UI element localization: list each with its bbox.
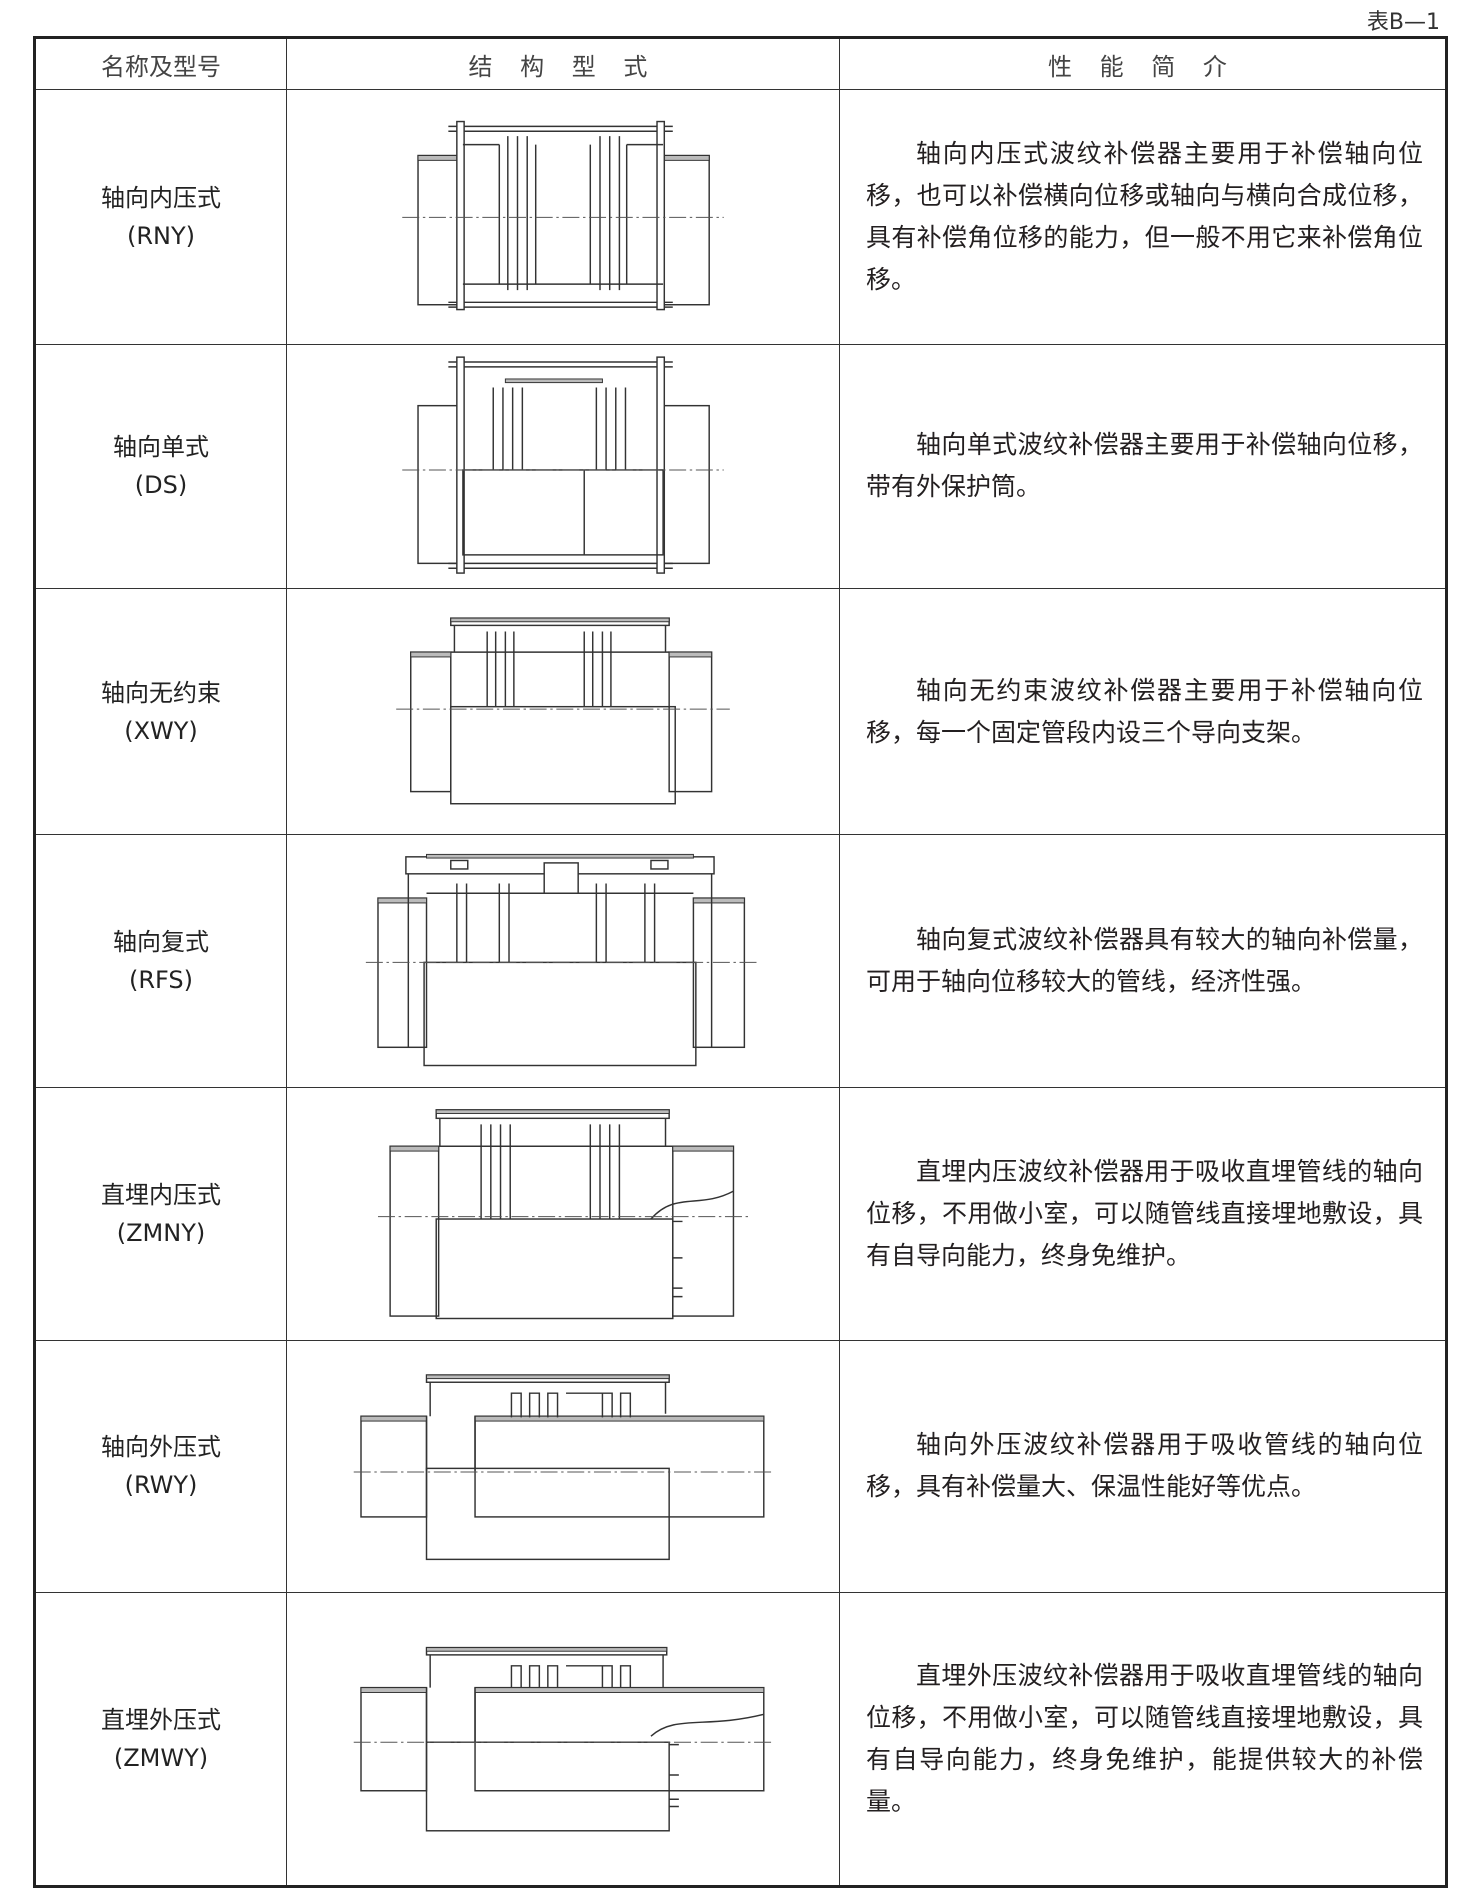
table-row: 直埋内压式 (ZMNY) 直埋内压波纹补偿器用于吸收直埋管线的轴向位移，不用做小室… <box>34 1086 1447 1341</box>
description-text: 直埋外压波纹补偿器用于吸收直埋管线的轴向位移，不用做小室，可以随管线直接埋地敷设… <box>866 1661 1423 1817</box>
zmwy-drawing <box>353 1646 773 1832</box>
description-cell: 直埋内压波纹补偿器用于吸收直埋管线的轴向位移，不用做小室，可以随管线直接埋地敷设… <box>839 1086 1447 1341</box>
type-code: (RFS) <box>128 966 194 995</box>
type-name: 轴向内压式 <box>101 183 221 212</box>
ds-drawing <box>402 355 724 574</box>
type-name: 直埋内压式 <box>101 1180 221 1209</box>
table-row: 轴向无约束 (XWY) 轴向无约束波纹补偿器主要用于补偿轴向位移，每一个固定管段内… <box>34 588 1447 836</box>
description-cell: 轴向外压波纹补偿器用于吸收管线的轴向位移，具有补偿量大、保温性能好等优点。 <box>839 1339 1447 1594</box>
table-row: 轴向外压式 (RWY) 轴向外压波纹补偿器用于吸收管线的轴向位移，具有补偿量大、保… <box>34 1339 1447 1594</box>
structure-drawing <box>286 588 840 836</box>
table-row: 直埋外压式 (ZMWY) 直埋外压波纹补偿器用于吸收直埋管线的轴向位移，不用做小室… <box>34 1592 1447 1888</box>
structure-drawing <box>286 1086 840 1341</box>
description-text: 轴向复式波纹补偿器具有较大的轴向补偿量，可用于轴向位移较大的管线，经济性强。 <box>866 925 1423 997</box>
type-code: (XWY) <box>124 716 198 745</box>
header-structure: 结 构 型 式 <box>286 37 840 90</box>
type-name: 轴向无约束 <box>101 678 221 707</box>
description-cell: 轴向复式波纹补偿器具有较大的轴向补偿量，可用于轴向位移较大的管线，经济性强。 <box>839 834 1447 1088</box>
description-text: 轴向单式波纹补偿器主要用于补偿轴向位移，带有外保护筒。 <box>866 430 1423 502</box>
name-cell: 直埋内压式 (ZMNY) <box>34 1086 287 1341</box>
table-row: 轴向内压式 (RNY) 轴向内压式波纹补偿器主要用于补偿轴向位移，也可以补偿横向位… <box>34 89 1447 345</box>
compensator-types-table: 名称及型号 结 构 型 式 性 能 简 介 轴向内压式 (RNY) 轴向内压式波纹… <box>33 36 1448 1889</box>
description-text: 轴向无约束波纹补偿器主要用于补偿轴向位移，每一个固定管段内设三个导向支架。 <box>866 675 1423 747</box>
description-cell: 直埋外压波纹补偿器用于吸收直埋管线的轴向位移，不用做小室，可以随管线直接埋地敷设… <box>839 1592 1447 1888</box>
table-header-row: 名称及型号 结 构 型 式 性 能 简 介 <box>34 37 1447 90</box>
type-code: (RNY) <box>126 221 195 250</box>
name-cell: 轴向复式 (RFS) <box>34 834 287 1088</box>
header-name-model: 名称及型号 <box>34 37 287 90</box>
name-cell: 轴向单式 (DS) <box>34 343 287 590</box>
type-code: (ZMNY) <box>116 1218 206 1247</box>
rny-drawing <box>402 120 724 311</box>
description-text: 直埋内压波纹补偿器用于吸收直埋管线的轴向位移，不用做小室，可以随管线直接埋地敷设… <box>866 1156 1423 1270</box>
structure-drawing <box>286 343 840 590</box>
type-name: 直埋外压式 <box>101 1706 221 1735</box>
structure-drawing <box>286 1592 840 1888</box>
name-cell: 直埋外压式 (ZMWY) <box>34 1592 287 1888</box>
type-name: 轴向复式 <box>113 928 209 957</box>
name-cell: 轴向内压式 (RNY) <box>34 89 287 345</box>
description-text: 轴向外压波纹补偿器用于吸收管线的轴向位移，具有补偿量大、保温性能好等优点。 <box>866 1430 1423 1502</box>
type-code: (DS) <box>134 471 188 500</box>
table-row: 轴向复式 (RFS) 轴向复式波纹补偿器具有较大的轴向补偿量，可用于轴向位移较大的… <box>34 834 1447 1088</box>
structure-drawing <box>286 1339 840 1594</box>
name-cell: 轴向无约束 (XWY) <box>34 588 287 836</box>
description-cell: 轴向无约束波纹补偿器主要用于补偿轴向位移，每一个固定管段内设三个导向支架。 <box>839 588 1447 836</box>
header-performance: 性 能 简 介 <box>839 37 1447 90</box>
table-number-label: 表B—1 <box>1366 10 1440 35</box>
xwy-drawing <box>396 617 730 805</box>
table-row: 轴向单式 (DS) 轴向单式波纹补偿器主要用于补偿轴向位移，带有外保护筒。 <box>34 343 1447 590</box>
structure-drawing <box>286 89 840 345</box>
type-name: 轴向单式 <box>113 433 209 462</box>
description-cell: 轴向单式波纹补偿器主要用于补偿轴向位移，带有外保护筒。 <box>839 343 1447 590</box>
name-cell: 轴向外压式 (RWY) <box>34 1339 287 1594</box>
type-code: (ZMWY) <box>113 1744 209 1773</box>
structure-drawing <box>286 834 840 1088</box>
type-name: 轴向外压式 <box>101 1433 221 1462</box>
zmny-drawing <box>377 1108 749 1319</box>
description-text: 轴向内压式波纹补偿器主要用于补偿轴向位移，也可以补偿横向位移或轴向与横向合成位移… <box>866 138 1423 294</box>
type-code: (RWY) <box>124 1471 198 1500</box>
rfs-drawing <box>365 854 761 1067</box>
description-cell: 轴向内压式波纹补偿器主要用于补偿轴向位移，也可以补偿横向位移或轴向与横向合成位移… <box>839 89 1447 345</box>
rwy-drawing <box>353 1374 773 1561</box>
